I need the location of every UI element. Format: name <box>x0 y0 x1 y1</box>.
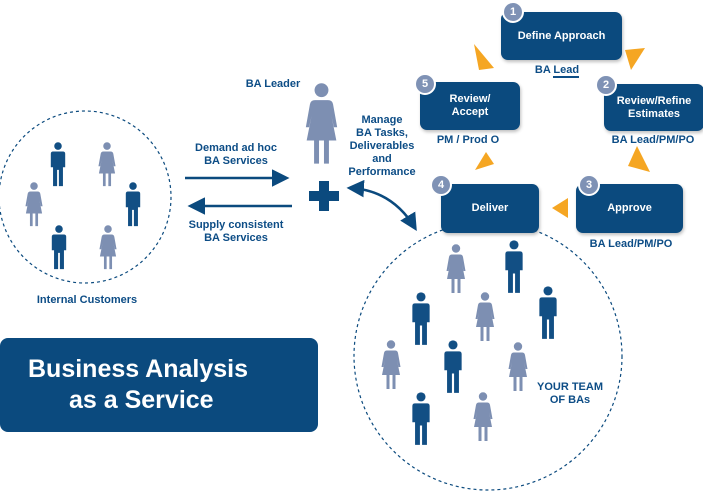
team-woman-icon <box>446 244 466 293</box>
arrow-4-to-5 <box>475 152 494 170</box>
step-2-label-line1: Review/Refine <box>616 94 692 107</box>
team-woman-icon <box>381 340 401 389</box>
internal-customers-circle <box>0 110 172 284</box>
team-man-icon <box>444 340 462 393</box>
step-5-label-line2: Accept <box>451 106 489 118</box>
step-1-badge: 1 <box>502 1 524 23</box>
arrow-1-to-2 <box>625 48 645 70</box>
customer-man-icon <box>50 142 66 187</box>
title-line-1: Business Analysis <box>28 355 249 383</box>
step-2-box: Review/Refine Estimates <box>604 84 703 131</box>
step-1-box: Define Approach <box>501 12 622 60</box>
step-4-badge: 4 <box>430 174 452 196</box>
customer-woman-icon <box>25 182 43 227</box>
internal-customers-people <box>25 142 141 270</box>
step-5-role: PM / Prod O <box>436 134 500 146</box>
team-woman-icon <box>473 392 493 441</box>
plus-icon <box>309 181 339 211</box>
team-man-icon <box>412 392 430 445</box>
arrow-2-to-3 <box>628 146 650 172</box>
customer-woman-icon <box>99 225 117 270</box>
team-woman-icon <box>508 342 528 391</box>
ba-leader-label: BA Leader <box>245 78 301 90</box>
team-man-icon <box>539 286 557 339</box>
customer-man-icon <box>125 182 141 227</box>
team-man-icon <box>505 240 523 293</box>
step-5-label-line1: Review/ <box>449 93 491 105</box>
customer-woman-icon <box>98 142 116 187</box>
step-2-role: BA Lead/PM/PO <box>611 134 695 146</box>
step-1-label: Define Approach <box>517 29 606 42</box>
internal-customers-label: Internal Customers <box>36 294 138 306</box>
customer-man-icon <box>51 225 67 270</box>
step-2-badge: 2 <box>595 74 617 96</box>
step-4-label: Deliver <box>471 202 509 214</box>
step-5-badge: 5 <box>414 73 436 95</box>
manage-arrow <box>346 179 417 231</box>
step-2-label-line2: Estimates <box>628 107 680 120</box>
step-1-role: BA Lead <box>534 64 580 78</box>
step-4-box: Deliver <box>441 184 539 233</box>
demand-label: Demand ad hoc BA Services <box>195 142 277 167</box>
manage-label: Manage BA Tasks, Deliverables and Perfor… <box>348 114 416 178</box>
team-people <box>381 240 557 445</box>
arrow-3-to-4 <box>552 198 568 218</box>
step-3-label: Approve <box>607 202 652 214</box>
team-label: YOUR TEAM OF BAs <box>537 381 603 406</box>
step-3-role: BA Lead/PM/PO <box>589 238 673 250</box>
ba-leader-icon <box>305 83 338 164</box>
step-5-box: Review/ Accept <box>420 82 520 130</box>
title-banner: Business Analysis as a Service <box>0 338 318 432</box>
supply-label: Supply consistent BA Services <box>188 219 284 244</box>
arrow-5-to-1 <box>474 44 494 70</box>
process-arrows <box>474 44 650 218</box>
title-line-2: as a Service <box>69 386 214 414</box>
team-woman-icon <box>475 292 495 341</box>
step-3-badge: 3 <box>578 174 600 196</box>
team-man-icon <box>412 292 430 345</box>
